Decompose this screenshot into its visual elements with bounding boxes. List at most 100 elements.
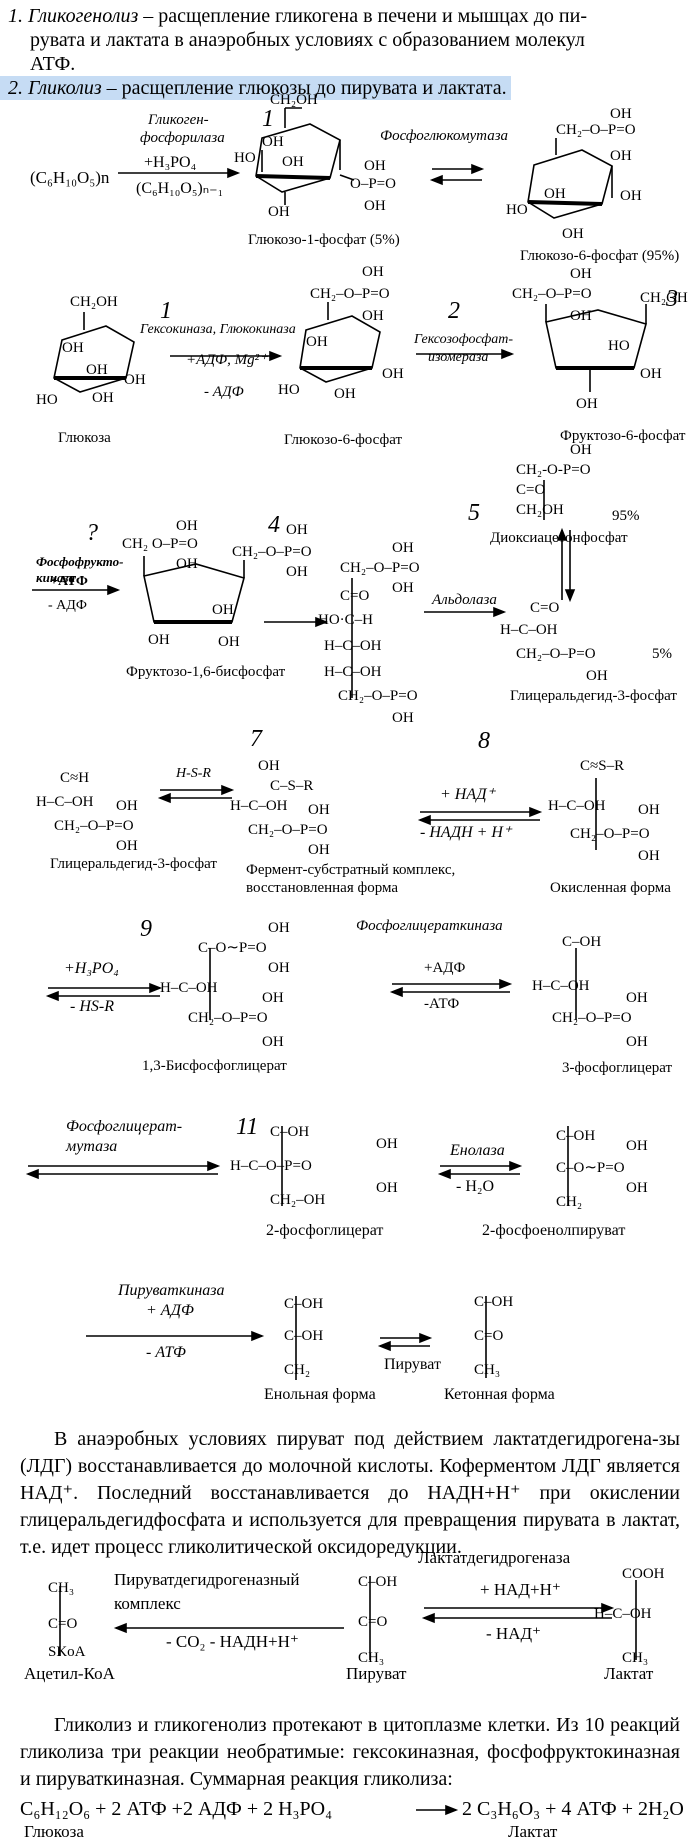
r2-enzyme: Гексокиназа, Глюкокиназа [140,322,296,337]
svg-text:OH: OH [620,188,642,204]
f16bp-ring [143,563,245,623]
svg-text:CH₃: CH₃ [474,1362,500,1378]
svg-text:C≈H: C≈H [60,770,89,786]
svg-text:OH: OH [640,366,662,382]
svg-text:SKoA: SKoA [48,1644,86,1660]
svg-text:?: ? [86,520,98,546]
svg-text:OH: OH [610,106,632,122]
svg-text:OH: OH [626,1034,648,1050]
item1-line1: 1. Гликогенолиз – расщепление гликогена … [8,4,587,28]
r2-enzyme2-line1: Гексозофосфат- [414,332,514,347]
svg-text:OH: OH [586,668,608,684]
r1-g1p-label: Глюкозо-1-фосфат (5%) [248,232,400,248]
item1-line3: АТФ. [30,53,76,75]
svg-text:OH: OH [392,540,414,556]
r2-glucose-label: Глюкоза [58,430,111,446]
svg-text:C–O∼P=O: C–O∼P=O [556,1160,625,1176]
svg-text:H–C–OH: H–C–OH [324,638,382,654]
svg-text:H–C–OH: H–C–OH [324,664,382,680]
r5-minus: - HS-R [70,998,114,1015]
r1-enzyme-line2: фосфорилаза [140,130,225,146]
r8-pdh-line2: комплекс [114,1594,181,1613]
svg-text:HO: HO [36,392,58,408]
svg-text:C=O: C=O [48,1616,77,1632]
svg-text:CH₂: CH₂ [284,1362,310,1378]
r8-pyruvate-label: Пируват [346,1664,407,1683]
svg-text:OH: OH [258,758,280,774]
svg-text:OH: OH [148,632,170,648]
svg-text:C–OH: C–OH [562,934,601,950]
svg-text:C–OH: C–OH [358,1574,397,1590]
svg-text:CH₂–O–P=O: CH₂–O–P=O [248,822,328,838]
svg-text:CH₂ O–P=O: CH₂ O–P=O [122,536,198,552]
svg-text:CH₂OH: CH₂OH [70,294,118,310]
svg-text:OH: OH [262,990,284,1006]
f6p-ring [545,309,647,369]
r7-pyruvate-label: Пируват [384,1356,441,1373]
svg-text:C=O: C=O [358,1614,387,1630]
r7-plus: + АДФ [146,1302,194,1319]
svg-text:CH₂–O–P=O: CH₂–O–P=O [556,122,636,138]
svg-text:C=O: C=O [530,600,559,616]
r8-pdh-line1: Пируватдегидрогеназный [114,1570,300,1589]
r3-enzyme-line1: Фосфофрукто- [36,554,124,569]
r1-enzyme-line1: Гликоген- [148,112,209,128]
arrowhead [227,167,241,179]
svg-text:OH: OH [626,990,648,1006]
r2-minus: - АДФ [204,384,244,400]
svg-text:OH: OH [576,396,598,412]
svg-text:H–C–OH: H–C–OH [594,1606,652,1622]
item2-number: 2. [8,77,23,99]
r3-gap-percent: 5% [652,646,672,662]
svg-text:9: 9 [140,916,152,942]
svg-text:H–C–OH: H–C–OH [36,794,94,810]
svg-text:OH: OH [626,1180,648,1196]
item2-text: – расщепление глюкозы до пирувата и лакт… [101,77,507,99]
svg-text:OH: OH [382,366,404,382]
svg-text:OH: OH [124,372,146,388]
svg-text:H–C–O–P=O: H–C–O–P=O [230,1158,312,1174]
svg-text:O–P=O: O–P=O [350,176,396,192]
r4-plus: + НАД⁺ [440,786,495,803]
r1-substrate: (C₆H₁₀O₅)n [30,168,110,187]
svg-text:5: 5 [468,500,480,526]
summary-lactate: Лактат [508,1822,558,1841]
r8-pdh-minus: - CO₂ - НАДН+Н⁺ [166,1632,299,1651]
svg-text:OH: OH [570,308,592,324]
item2-highlighted[interactable]: 2. Гликолиз – расщепление глюкозы до пир… [0,76,511,100]
svg-text:OH: OH [262,134,284,150]
summary-equation-right: 2 C₃H₆O₃ + 4 АТФ + 2H₂O [462,1798,684,1820]
svg-text:OH: OH [570,266,592,282]
svg-text:3: 3 [665,286,678,312]
r2-plus: +АДФ, Mg²⁺ [186,352,268,368]
svg-text:OH: OH [364,158,386,174]
svg-text:OH: OH [92,390,114,406]
r4-gap-label: Глицеральдегид-3-фосфат [50,856,217,872]
svg-text:CH₂OH: CH₂OH [270,92,318,108]
svg-text:OH: OH [268,920,290,936]
svg-text:OH: OH [268,204,290,220]
svg-text:OH: OH [334,386,356,402]
svg-text:CH₃: CH₃ [358,1650,384,1666]
svg-text:C=O: C=O [474,1328,503,1344]
r3-plus: +АТФ [50,574,88,589]
svg-text:4: 4 [268,512,280,538]
r6-enzyme-line2: мутаза [66,1138,118,1155]
r5-minus2: -АТФ [424,996,460,1012]
r4-minus: - НАДН + Н⁺ [420,824,512,841]
svg-text:CH₂–O–P=O: CH₂–O–P=O [552,1010,632,1026]
svg-text:H–C–OH: H–C–OH [500,622,558,638]
g6p-ring [527,149,613,219]
r2-g6p-label: Глюкозо-6-фосфат [284,432,403,448]
svg-text:OH: OH [86,362,108,378]
svg-text:OH: OH [376,1180,398,1196]
svg-text:H–C–OH: H–C–OH [548,798,606,814]
svg-text:CH₃: CH₃ [48,1580,74,1596]
r5-bpg-label: 1,3-Бисфосфоглицерат [142,1058,287,1074]
svg-text:OH: OH [268,960,290,976]
svg-text:OH: OH [364,198,386,214]
svg-text:OH: OH [570,442,592,458]
svg-text:CH₂–O–P=O: CH₂–O–P=O [232,544,312,560]
paragraph-lactate-dehydrogenase: В анаэробных условиях пируват под действ… [20,1428,680,1558]
